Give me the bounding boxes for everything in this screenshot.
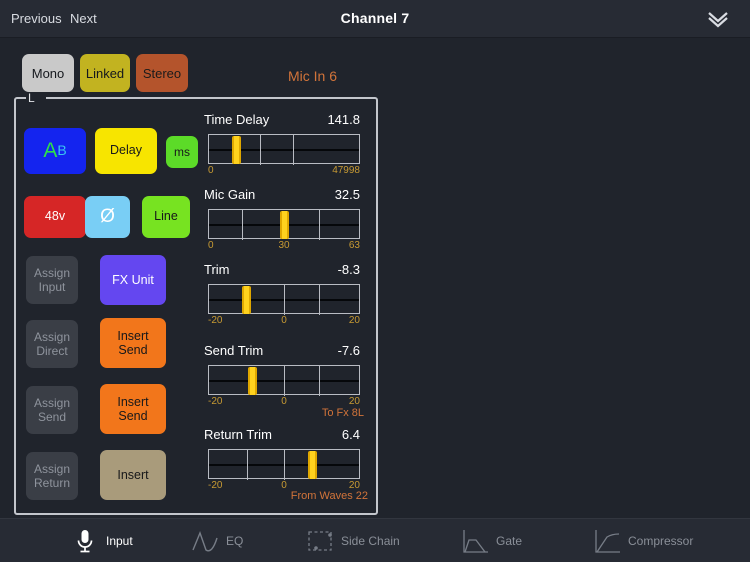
slider-min-label: 0 <box>208 165 214 176</box>
slider-thumb[interactable] <box>279 211 289 239</box>
slider-max-label: 20 <box>348 315 360 326</box>
assign-send-button[interactable]: Assign Send <box>26 386 78 434</box>
slider-mid-label: 0 <box>281 315 287 326</box>
slider-thumb[interactable] <box>232 136 242 164</box>
tab-label: EQ <box>226 534 244 548</box>
slider-track[interactable] <box>208 134 360 165</box>
eq-curve-icon <box>190 526 220 556</box>
slider-tick <box>318 210 320 240</box>
phase-invert-icon-button[interactable]: Ø <box>85 196 130 238</box>
panel-tag-gap <box>26 92 46 104</box>
slider-track[interactable] <box>208 365 360 396</box>
slider-value: 141.8 <box>327 112 360 127</box>
slider-min-label: -20 <box>208 396 223 407</box>
slider-tick <box>242 210 243 240</box>
slider-value: -8.3 <box>337 262 360 277</box>
slider-scale: -20 0 20 <box>208 396 360 410</box>
slider-scale: -20 0 20 <box>208 480 360 494</box>
slider-mid-label: 30 <box>278 240 290 251</box>
slider-thumb[interactable] <box>248 367 257 395</box>
tab-label: Compressor <box>628 534 694 548</box>
return-routing-label: From Waves 22 <box>290 490 368 502</box>
slider-tick <box>246 450 248 480</box>
slider-tick <box>284 285 285 315</box>
tab-input[interactable]: Input <box>70 519 133 562</box>
tab-label: Side Chain <box>341 534 400 548</box>
ab-button-b-label: B <box>57 142 67 159</box>
slider-max-label: 20 <box>348 480 360 491</box>
slider-max-label: 47998 <box>332 165 360 176</box>
slider-centerline <box>209 149 359 151</box>
slider-thumb[interactable] <box>242 286 251 314</box>
tab-label: Input <box>106 534 133 548</box>
next-button[interactable]: Next <box>70 11 97 26</box>
slider-scale: 0 47998 <box>208 165 360 179</box>
tab-compressor[interactable]: Compressor <box>592 519 693 562</box>
mode-button-stereo[interactable]: Stereo <box>136 54 188 92</box>
slider-label: Send Trim <box>204 343 264 358</box>
tab-side-chain[interactable]: Side Chain <box>305 519 400 562</box>
page-title: Channel 7 <box>340 10 410 26</box>
top-bar: Previous Next Channel 7 <box>0 0 750 38</box>
panel-channel-tag: L <box>28 91 35 105</box>
slider-track[interactable] <box>208 449 360 480</box>
slider-tick <box>260 135 261 165</box>
slider-max-label: 20 <box>348 396 360 407</box>
phantom-power-button[interactable]: 48v <box>24 196 86 238</box>
comp-curve-icon <box>592 526 622 556</box>
slider-mid-label: 0 <box>281 480 287 491</box>
insert-send-button-2[interactable]: Insert Send <box>100 384 166 434</box>
delay-button[interactable]: Delay <box>95 128 157 174</box>
tab-eq[interactable]: EQ <box>190 519 243 562</box>
send-routing-label: To Fx 8L <box>321 407 364 419</box>
slider-min-label: 0 <box>208 240 214 251</box>
slider-min-label: -20 <box>208 315 223 326</box>
slider-tick <box>284 366 285 396</box>
mode-button-group: Mono Linked Stereo <box>0 44 750 94</box>
tab-label: Gate <box>496 534 523 548</box>
slider-tick <box>293 135 294 165</box>
slider-scale: -20 0 20 <box>208 315 360 329</box>
ms-unit-button[interactable]: ms <box>166 136 198 168</box>
slider-scale: 0 30 63 <box>208 240 360 254</box>
tab-gate[interactable]: Gate <box>460 519 522 562</box>
slider-value: -7.6 <box>337 343 360 358</box>
slider-tick <box>318 366 320 396</box>
slider-label: Mic Gain <box>204 187 256 202</box>
chevron-double-down-icon[interactable] <box>700 6 736 32</box>
slider-tick <box>318 285 320 315</box>
slider-mid-label: 0 <box>281 396 287 407</box>
previous-button[interactable]: Previous <box>11 11 62 26</box>
ab-button-a-label: A <box>43 138 58 162</box>
slider-tick <box>284 450 285 480</box>
bottom-tab-bar: Input EQ Side Chain <box>0 518 750 562</box>
line-input-button[interactable]: Line <box>142 196 190 238</box>
slider-max-label: 63 <box>348 240 360 251</box>
slider-thumb[interactable] <box>308 451 317 479</box>
microphone-icon <box>70 526 100 556</box>
slider-value: 32.5 <box>334 187 360 202</box>
insert-send-button-1[interactable]: Insert Send <box>100 318 166 368</box>
mode-button-linked[interactable]: Linked <box>80 54 130 92</box>
insert-button[interactable]: Insert <box>100 450 166 500</box>
input-panel-frame <box>14 97 378 515</box>
assign-input-button[interactable]: Assign Input <box>26 256 78 304</box>
slider-value: 6.4 <box>341 427 360 442</box>
side-chain-icon <box>305 526 335 556</box>
assign-direct-button[interactable]: Assign Direct <box>26 320 78 368</box>
assign-return-button[interactable]: Assign Return <box>26 452 78 500</box>
slider-label: Trim <box>204 262 230 277</box>
fx-unit-button[interactable]: FX Unit <box>100 255 166 305</box>
slider-track[interactable] <box>208 284 360 315</box>
gate-curve-icon <box>460 526 490 556</box>
mode-button-mono[interactable]: Mono <box>22 54 74 92</box>
source-label: Mic In 6 <box>288 68 338 84</box>
slider-min-label: -20 <box>208 480 223 491</box>
slider-label: Time Delay <box>204 112 270 127</box>
slider-track[interactable] <box>208 209 360 240</box>
slider-label: Return Trim <box>204 427 272 442</box>
